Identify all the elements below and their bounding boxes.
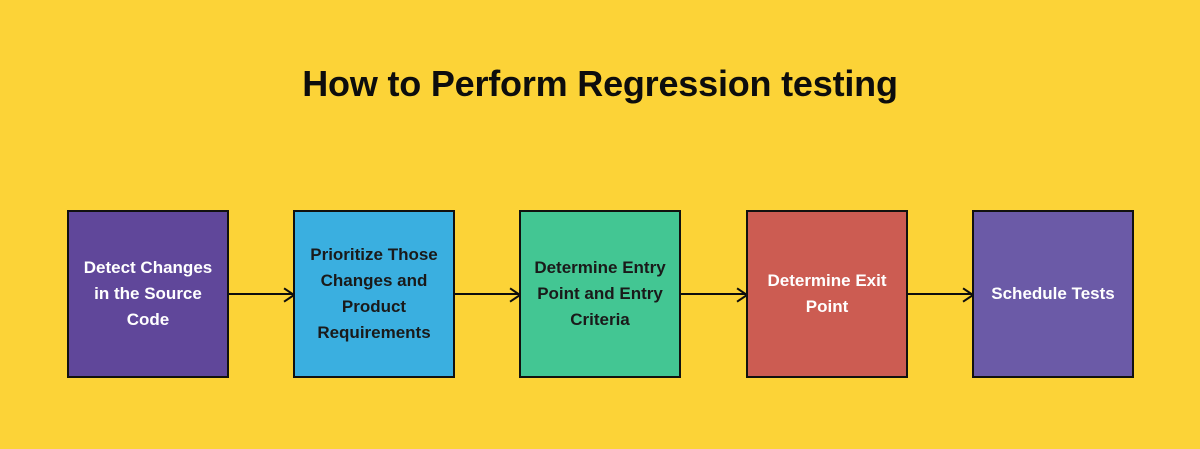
arrow-shaft [229, 293, 293, 295]
arrow-connector-4 [908, 293, 972, 295]
flow-node-label: Detect Changes in the Source Code [83, 258, 213, 329]
flow-node-prioritize-changes[interactable]: Prioritize Those Changes and Product Req… [293, 210, 455, 378]
arrow-shaft [681, 293, 746, 295]
flow-node-detect-changes[interactable]: Detect Changes in the Source Code [67, 210, 229, 378]
flow-node-determine-entry-point[interactable]: Determine Entry Point and Entry Criteria [519, 210, 681, 378]
flow-node-label: Determine Exit Point [767, 271, 887, 316]
flow-node-label: Determine Entry Point and Entry Criteria [534, 258, 666, 329]
page-title: How to Perform Regression testing [302, 63, 898, 104]
arrow-shaft [455, 293, 519, 295]
flow-node-schedule-tests[interactable]: Schedule Tests [972, 210, 1134, 378]
arrow-shaft [908, 293, 972, 295]
arrow-connector-3 [681, 293, 746, 295]
arrow-connector-2 [455, 293, 519, 295]
flow-node-label: Schedule Tests [991, 284, 1115, 303]
flow-node-determine-exit-point[interactable]: Determine Exit Point [746, 210, 908, 378]
arrow-connector-1 [229, 293, 293, 295]
flow-node-label: Prioritize Those Changes and Product Req… [310, 245, 438, 342]
flowchart: Detect Changes in the Source Code Priori… [67, 210, 1134, 378]
